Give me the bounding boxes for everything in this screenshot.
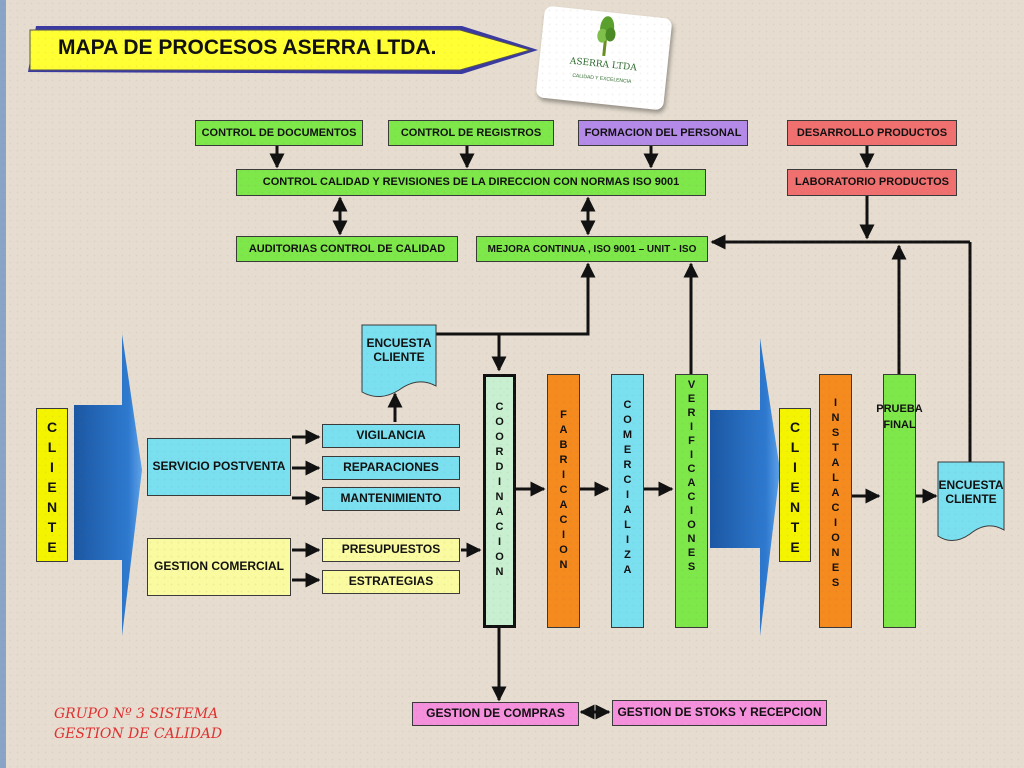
desarrollo-productos-label: DESARROLLO PRODUCTOS bbox=[796, 126, 948, 139]
cliente-left-label: CLIENTE bbox=[44, 419, 60, 559]
laboratorio-productos-box: LABORATORIO PRODUCTOS bbox=[787, 169, 957, 196]
formacion-personal-box: FORMACION DEL PERSONAL bbox=[578, 120, 748, 146]
control-registros-box: CONTROL DE REGISTROS bbox=[388, 120, 554, 146]
gestion-compras-label: GESTION DE COMPRAS bbox=[426, 706, 565, 721]
instalaciones-box: INSTALACIONES bbox=[819, 374, 852, 628]
comercializa-label: COMERCIALIZA bbox=[621, 399, 634, 579]
title-banner-fill bbox=[29, 29, 532, 71]
control-documentos-label: CONTROL DE DOCUMENTOS bbox=[201, 126, 357, 139]
control-calidad-box: CONTROL CALIDAD Y REVISIONES DE LA DIREC… bbox=[236, 169, 706, 196]
mantenimiento-box: MANTENIMIENTO bbox=[322, 487, 460, 511]
gestion-stoks-box: GESTION DE STOKS Y RECEPCION bbox=[612, 700, 827, 726]
desarrollo-productos-box: DESARROLLO PRODUCTOS bbox=[787, 120, 957, 146]
control-registros-label: CONTROL DE REGISTROS bbox=[400, 126, 542, 139]
auditorias-box: AUDITORIAS CONTROL DE CALIDAD bbox=[236, 236, 458, 262]
gestion-stoks-label: GESTION DE STOKS Y RECEPCION bbox=[617, 705, 822, 720]
reparaciones-label: REPARACIONES bbox=[343, 460, 439, 475]
estrategias-box: ESTRATEGIAS bbox=[322, 570, 460, 594]
encuesta-cliente-right: ENCUESTA CLIENTE bbox=[938, 478, 1004, 507]
encuesta-cliente-left: ENCUESTA CLIENTE bbox=[366, 336, 432, 365]
line-encuesta-mejora bbox=[436, 262, 596, 336]
page-title: MAPA DE PROCESOS ASERRA LTDA. bbox=[58, 36, 437, 59]
coordinacion-box: COORDINACION bbox=[483, 374, 516, 628]
servicio-postventa-box: SERVICIO POSTVENTA bbox=[147, 438, 291, 496]
encuesta-cliente-left-shape bbox=[361, 324, 437, 397]
cliente-left-box: CLIENTE bbox=[36, 408, 68, 562]
estrategias-label: ESTRATEGIAS bbox=[348, 574, 434, 589]
mejora-continua-box: MEJORA CONTINUA , ISO 9001 – UNIT - ISO bbox=[476, 236, 708, 262]
encuesta-cliente-right-shape bbox=[937, 461, 1005, 541]
formacion-personal-label: FORMACION DEL PERSONAL bbox=[584, 126, 742, 139]
gestion-compras-box: GESTION DE COMPRAS bbox=[412, 702, 579, 726]
reparaciones-box: REPARACIONES bbox=[322, 456, 460, 480]
verificaciones-box: VERIFICACIONES bbox=[675, 374, 708, 628]
tree-icon bbox=[597, 16, 616, 57]
comercializa-box: COMERCIALIZA bbox=[611, 374, 644, 628]
mejora-continua-label: MEJORA CONTINUA , ISO 9001 – UNIT - ISO bbox=[487, 243, 697, 255]
signature-line-2: GESTION DE CALIDAD bbox=[54, 726, 223, 742]
left-flow-arrow bbox=[74, 334, 142, 636]
cliente-right-box: CLIENTE bbox=[779, 408, 811, 562]
mantenimiento-label: MANTENIMIENTO bbox=[340, 491, 442, 506]
vigilancia-box: VIGILANCIA bbox=[322, 424, 460, 448]
control-calidad-label: CONTROL CALIDAD Y REVISIONES DE LA DIREC… bbox=[262, 176, 680, 189]
company-logo: ASERRA LTDA CALIDAD Y EXCELENCIA bbox=[535, 5, 673, 111]
gestion-comercial-box: GESTION COMERCIAL bbox=[147, 538, 291, 596]
vigilancia-label: VIGILANCIA bbox=[356, 428, 426, 443]
auditorias-label: AUDITORIAS CONTROL DE CALIDAD bbox=[248, 242, 446, 255]
gestion-comercial-label: GESTION COMERCIAL bbox=[153, 559, 284, 574]
right-flow-arrow bbox=[710, 338, 780, 636]
coordinacion-label: COORDINACION bbox=[493, 401, 506, 581]
verificaciones-label: VERIFICACIONES bbox=[685, 379, 698, 575]
signature-line-1: GRUPO Nº 3 SISTEMA bbox=[54, 706, 219, 722]
control-documentos-box: CONTROL DE DOCUMENTOS bbox=[195, 120, 363, 146]
laboratorio-productos-label: LABORATORIO PRODUCTOS bbox=[794, 176, 949, 189]
servicio-postventa-label: SERVICIO POSTVENTA bbox=[152, 459, 286, 474]
presupuestos-label: PRESUPUESTOS bbox=[341, 542, 441, 557]
instalaciones-label: INSTALACIONES bbox=[829, 397, 842, 592]
prueba-final-label: PRUEBA FINAL bbox=[876, 403, 923, 431]
cliente-right-label: CLIENTE bbox=[787, 419, 803, 559]
prueba-final-box: PRUEBA FINAL bbox=[876, 374, 923, 628]
presupuestos-box: PRESUPUESTOS bbox=[322, 538, 460, 562]
fabricacion-label: FABRICACION bbox=[557, 409, 570, 574]
fabricacion-box: FABRICACION bbox=[547, 374, 580, 628]
